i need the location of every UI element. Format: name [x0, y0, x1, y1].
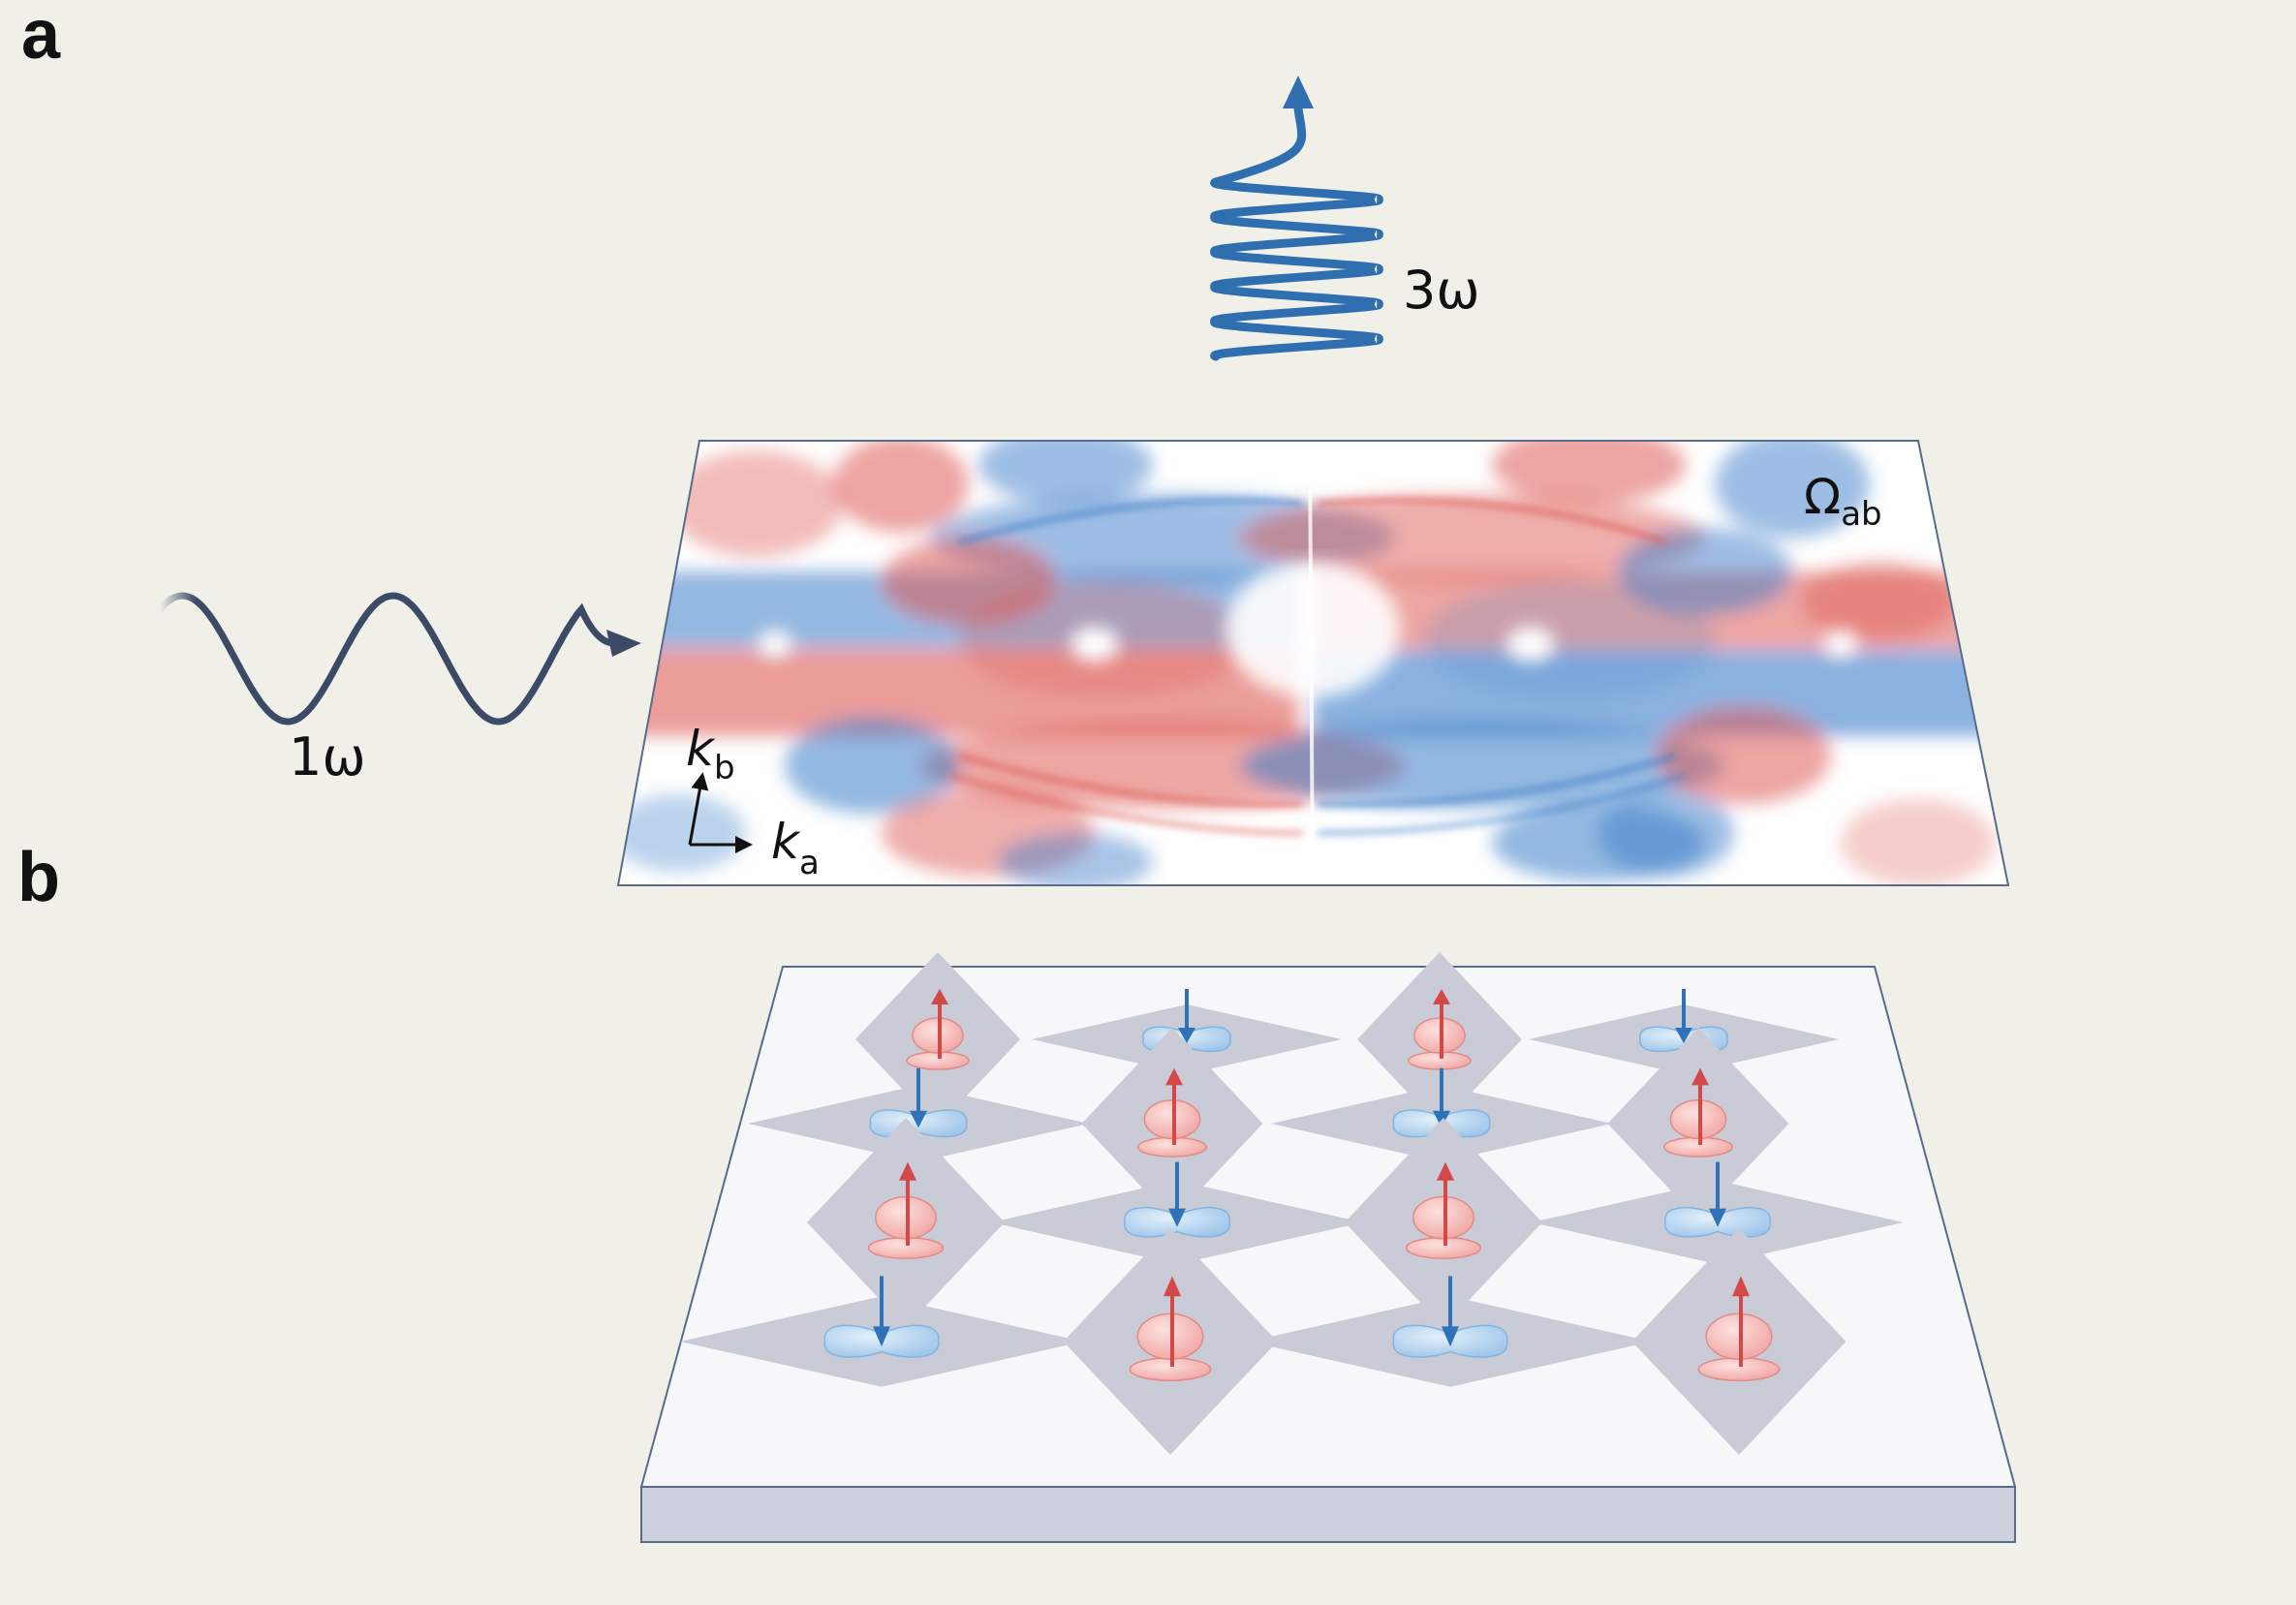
- input-wave-arrowhead: [606, 630, 641, 657]
- lattice-site-up: [1607, 1028, 1789, 1219]
- lattice-site-down: [991, 1161, 1363, 1265]
- map-contour-bands: [948, 498, 1687, 836]
- kb-label: kb: [686, 721, 735, 787]
- spin-up-arrowhead: [1437, 1161, 1454, 1181]
- input-wave-1omega: 1ω: [156, 592, 641, 787]
- output-wave-label: 3ω: [1403, 260, 1480, 321]
- spin-up-arrowhead: [899, 1161, 916, 1181]
- lattice-site-down: [1249, 1276, 1652, 1387]
- spin-down-arrowhead: [1178, 1028, 1195, 1043]
- lattice-site-up: [1063, 1228, 1278, 1455]
- slab-side: [640, 1486, 2016, 1543]
- output-wave-path: [1210, 104, 1383, 361]
- spin-down-arrowhead: [910, 1110, 927, 1128]
- spin-down-arrowhead: [1675, 1028, 1692, 1043]
- lattice-site-down: [680, 1276, 1083, 1387]
- panel-label-b: b: [17, 839, 60, 916]
- spin-up-arrowhead: [1433, 989, 1450, 1004]
- lattice-slab: [639, 952, 2017, 1543]
- spin-up-arrowhead: [1165, 1067, 1183, 1086]
- k-axes: ka kb: [686, 721, 820, 882]
- berry-curvature-label: Ωab: [1804, 469, 1882, 534]
- output-wave-3omega: 3ω: [1210, 76, 1480, 361]
- spin-down-arrowhead: [873, 1326, 890, 1347]
- ka-label: ka: [771, 814, 820, 882]
- lattice-site-up: [1357, 952, 1522, 1127]
- lattice-site-up: [1081, 1028, 1263, 1219]
- spin-up-arrowhead: [1691, 1067, 1709, 1086]
- panel-label-a: a: [21, 0, 61, 74]
- map-color-field: [618, 441, 2008, 885]
- spin-down-arrowhead: [1168, 1208, 1186, 1227]
- lattice-site-down: [1529, 989, 1839, 1074]
- input-wave-label: 1ω: [289, 726, 366, 787]
- spin-up-arrowhead: [931, 989, 948, 1004]
- lattice-sites: [680, 952, 1904, 1455]
- lattice-site-up: [807, 1118, 1005, 1327]
- map-frame: [616, 440, 2010, 886]
- spin-down-arrowhead: [1433, 1110, 1450, 1128]
- berry-curvature-map: Ωab ka kb: [616, 440, 2010, 886]
- lattice-site-up: [1345, 1118, 1542, 1327]
- lattice-site-up: [855, 952, 1020, 1127]
- lattice-site-up: [1631, 1228, 1846, 1455]
- input-wave-path: [156, 592, 616, 725]
- spin-up-arrowhead: [1732, 1276, 1750, 1297]
- spin-down-arrowhead: [1442, 1326, 1459, 1347]
- spin-up-arrowhead: [1164, 1276, 1181, 1297]
- output-wave-arrowhead: [1283, 76, 1314, 108]
- spin-down-arrowhead: [1709, 1208, 1726, 1227]
- lattice-site-down: [1532, 1161, 1904, 1265]
